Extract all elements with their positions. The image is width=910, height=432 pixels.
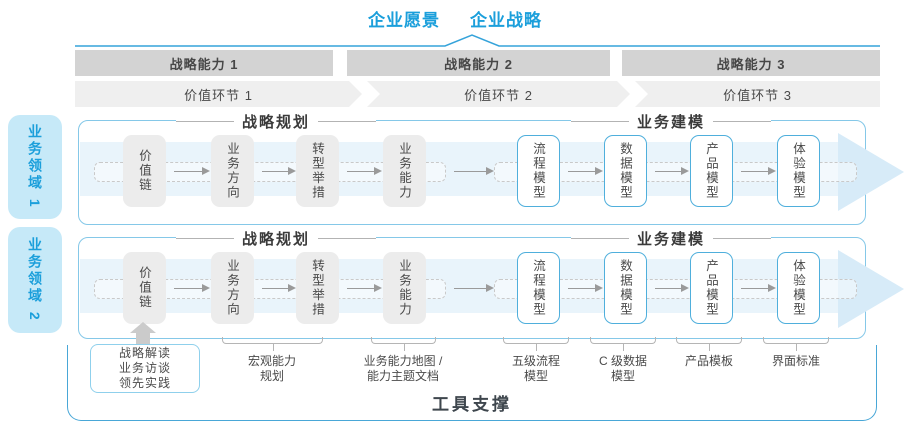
modeling-header: 业务建模 <box>571 227 772 249</box>
planning-header-label: 战略规划 <box>242 230 311 248</box>
domain-label-1: 业务领域 1 <box>8 115 62 219</box>
tool-support-box: 工具支撑 <box>67 345 877 421</box>
practice-line-3: 领先实践 <box>118 376 171 390</box>
flow-arrow-icon <box>454 284 494 292</box>
modeling-dashed-group <box>494 279 857 299</box>
annotation-capability-map: 业务能力地图 / 能力主题文档 <box>363 354 443 383</box>
planning-dashed-group <box>94 279 446 299</box>
value-chain-3-label: 价值环节 3 <box>723 87 792 103</box>
flow-arrow-icon <box>741 284 776 292</box>
stage-box-business-direction: 业务方向 <box>211 135 254 207</box>
value-chain-2-label: 价值环节 2 <box>464 87 533 103</box>
bracket-process-model <box>503 337 569 351</box>
stage-box-business-capability: 业务能力 <box>383 252 426 324</box>
value-chain-segment-2: 价值环节 2 <box>367 81 630 107</box>
capability-bar-1-label: 战略能力 1 <box>169 56 239 72</box>
modeling-dashed-group <box>494 162 857 182</box>
tool-support-label: 工具支撑 <box>432 395 512 414</box>
practice-box: 战略解读 业务访谈 领先实践 <box>90 344 200 393</box>
flow-arrow-icon <box>655 284 689 292</box>
vision-connector-line <box>75 34 880 47</box>
flow-arrow-icon <box>174 167 210 175</box>
flow-arrow-icon <box>347 167 382 175</box>
domain-label-1-text: 业务领域 1 <box>27 124 43 210</box>
value-chain-1-label: 价值环节 1 <box>184 87 253 103</box>
flow-arrow-icon <box>174 284 210 292</box>
stage-box-transformation: 转型举措 <box>296 135 339 207</box>
capability-bar-1: 战略能力 1 <box>75 50 333 76</box>
annotation-process-model: 五级流程 模型 <box>511 354 560 383</box>
practice-line-2: 业务访谈 <box>118 361 171 375</box>
annotation-ui-standard: 界面标准 <box>771 354 820 368</box>
vision-title: 企业愿景 <box>368 11 440 30</box>
stage-box-process-model: 流程模型 <box>517 252 560 324</box>
stage-box-value-chain: 价值链 <box>123 135 166 207</box>
annotation-product-template: 产品模板 <box>684 354 733 368</box>
stage-box-experience-model: 体验模型 <box>777 135 820 207</box>
stage-box-business-direction: 业务方向 <box>211 252 254 324</box>
domain-label-2: 业务领域 2 <box>8 227 62 333</box>
domain-row-1: 战略规划 业务建模 价值链 业务方向 转型举措 业务能力 流程模型 数据模型 产… <box>78 110 904 225</box>
value-chain-segment-3: 价值环节 3 <box>635 81 880 107</box>
bracket-product-template <box>676 337 742 351</box>
up-arrow-stem <box>136 333 150 344</box>
flow-arrow-icon <box>454 167 494 175</box>
domain-label-2-text: 业务领域 2 <box>27 237 43 323</box>
bracket-ui-standard <box>763 337 829 351</box>
flow-arrow-icon <box>262 284 296 292</box>
planning-header: 战略规划 <box>176 227 377 249</box>
domain-row-2: 战略规划 业务建模 价值链 业务方向 转型举措 业务能力 流程模型 数据模型 产… <box>78 227 904 339</box>
stage-box-product-model: 产品模型 <box>690 252 733 324</box>
annotation-data-model: C 级数据 模型 <box>598 354 647 383</box>
stage-box-transformation: 转型举措 <box>296 252 339 324</box>
flow-arrowhead-icon <box>838 133 904 211</box>
flow-arrow-icon <box>568 284 603 292</box>
capability-bar-3: 战略能力 3 <box>622 50 880 76</box>
modeling-header: 业务建模 <box>571 110 772 132</box>
bracket-data-model <box>590 337 656 351</box>
page-title: 企业愿景 企业战略 <box>0 6 910 31</box>
stage-box-data-model: 数据模型 <box>604 252 647 324</box>
modeling-header-label: 业务建模 <box>637 113 706 131</box>
value-chain-segment-1: 价值环节 1 <box>75 81 362 107</box>
planning-header: 战略规划 <box>176 110 377 132</box>
flow-arrow-icon <box>655 167 689 175</box>
stage-box-product-model: 产品模型 <box>690 135 733 207</box>
capability-bar-3-label: 战略能力 3 <box>716 56 786 72</box>
stage-box-experience-model: 体验模型 <box>777 252 820 324</box>
flow-arrow-icon <box>262 167 296 175</box>
flow-arrow-icon <box>741 167 776 175</box>
modeling-header-label: 业务建模 <box>637 230 706 248</box>
stage-box-business-capability: 业务能力 <box>383 135 426 207</box>
flow-arrow-icon <box>568 167 603 175</box>
flow-arrowhead-icon <box>838 250 904 328</box>
stage-box-value-chain: 价值链 <box>123 252 166 324</box>
planning-header-label: 战略规划 <box>242 113 311 131</box>
annotation-macro-capability: 宏观能力 规划 <box>247 354 296 383</box>
stage-box-process-model: 流程模型 <box>517 135 560 207</box>
practice-line-1: 战略解读 <box>118 346 171 360</box>
bracket-macro-capability <box>222 337 323 351</box>
flow-arrow-icon <box>347 284 382 292</box>
planning-dashed-group <box>94 162 446 182</box>
bracket-capability-map <box>371 337 436 351</box>
strategy-title: 企业战略 <box>470 11 542 30</box>
capability-bar-2: 战略能力 2 <box>347 50 610 76</box>
up-arrow-icon <box>130 322 156 333</box>
capability-bar-2-label: 战略能力 2 <box>444 56 513 72</box>
stage-box-data-model: 数据模型 <box>604 135 647 207</box>
